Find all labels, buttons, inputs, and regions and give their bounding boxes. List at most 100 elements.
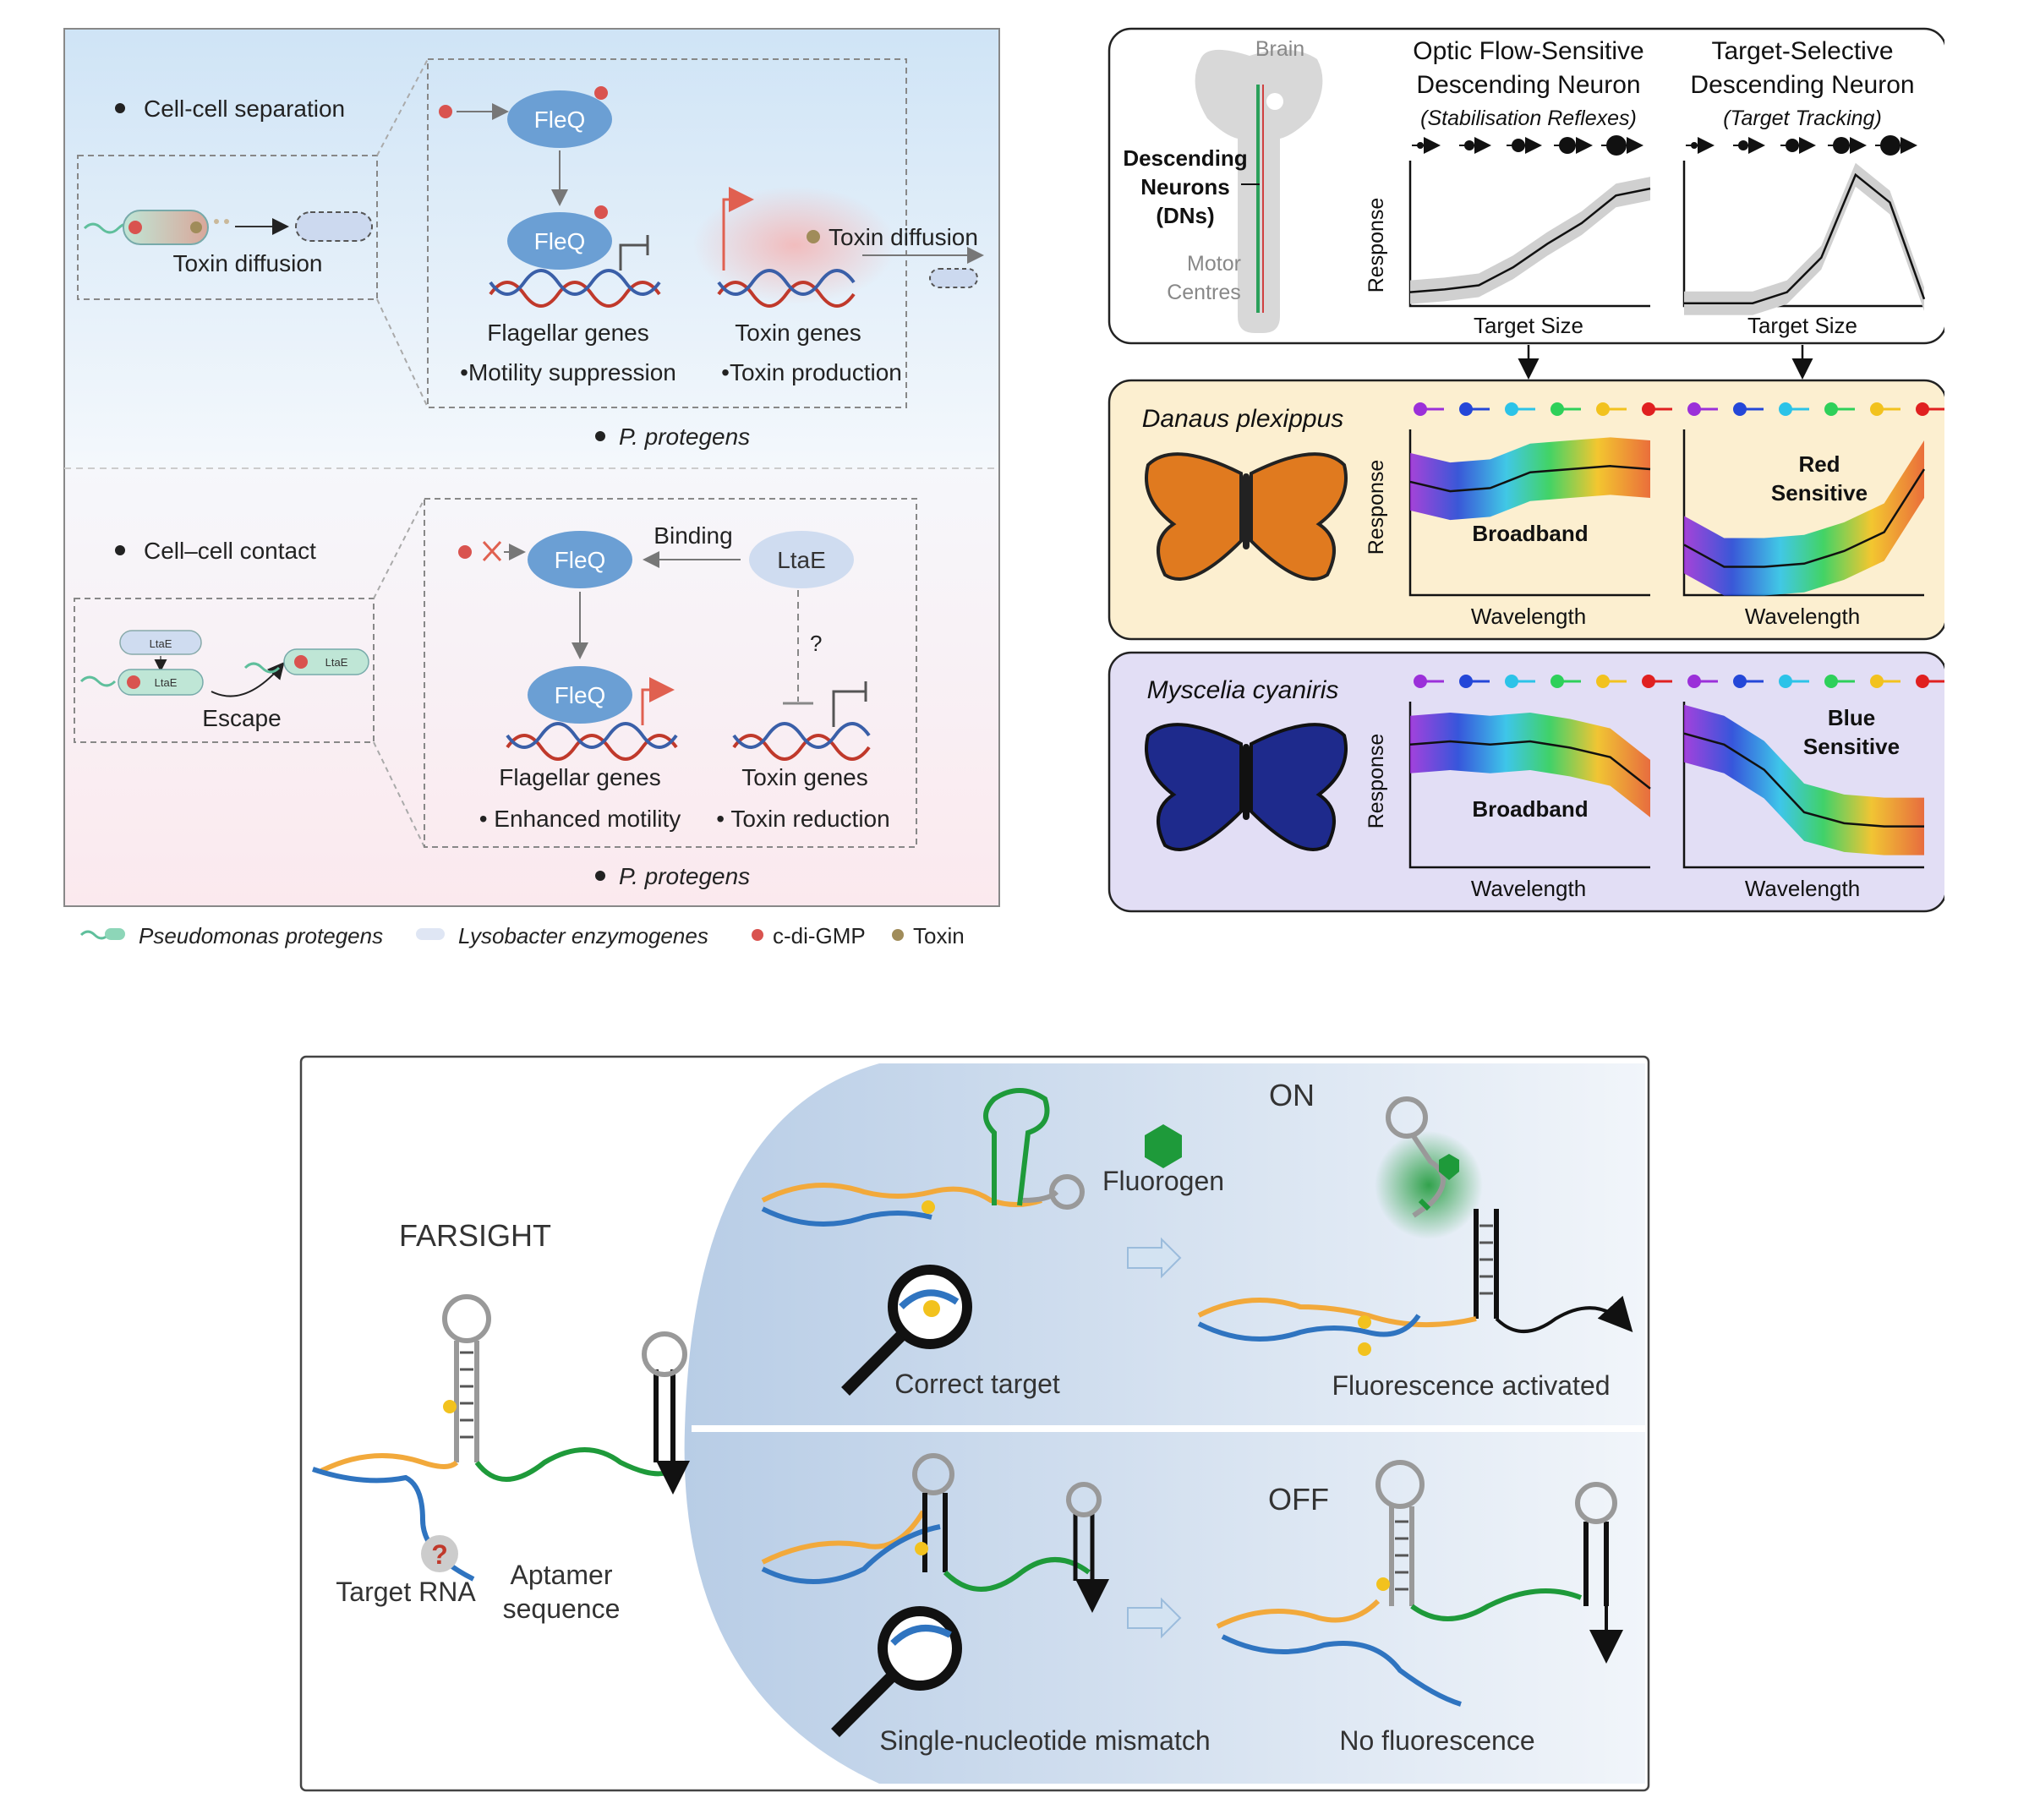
col1-subtitle: (Stabilisation Reflexes) — [1420, 107, 1637, 130]
fluorescence-glow — [1375, 1131, 1483, 1239]
response-band — [1410, 177, 1650, 304]
off-probe — [761, 1453, 1109, 1613]
xlabel-wl-2: Wavelength — [1745, 604, 1860, 629]
flagellar-genes-bottom: Flagellar genes — [499, 764, 660, 790]
target-size-dots-1 — [1412, 135, 1643, 156]
col2-title-1: Target-Selective — [1711, 37, 1893, 65]
wavelength-dot — [1596, 402, 1610, 416]
xlabel-wl-1: Wavelength — [1471, 604, 1586, 629]
blue-label-1: Blue — [1828, 705, 1875, 730]
aptamer-label-1: Aptamer — [511, 1560, 613, 1590]
motor-label-1: Motor — [1187, 252, 1241, 276]
xlabel-wl-3: Wavelength — [1471, 876, 1586, 901]
inset-caption-bottom: Escape — [202, 705, 281, 731]
plot-axes — [1408, 161, 1650, 308]
response-band — [1684, 440, 1924, 596]
plot-axes — [1682, 429, 1924, 597]
legend-cdigmp: c-di-GMP — [773, 923, 866, 948]
wavelength-dot — [1505, 675, 1518, 688]
toxin-diffusion-label: Toxin diffusion — [829, 224, 978, 250]
wavelength-dots — [1687, 675, 1944, 688]
legend-pseudomonas: Pseudomonas protegens — [139, 923, 383, 948]
dna-toxin-bottom — [732, 734, 871, 761]
response-curve — [1409, 740, 1651, 790]
off-arrow-icon — [1127, 1597, 1182, 1639]
wavelength-dots — [1687, 402, 1944, 416]
wavelength-dot — [1779, 675, 1792, 688]
col2-subtitle: (Target Tracking) — [1723, 107, 1882, 130]
broadband-label-1: Broadband — [1472, 521, 1588, 546]
motility-suppression: •Motility suppression — [460, 359, 676, 385]
dn-overview-box — [1107, 27, 1944, 345]
xlabel-size-1: Target Size — [1474, 313, 1583, 338]
farsight-probe — [312, 1294, 690, 1582]
target-rna-label: Target RNA — [336, 1577, 476, 1607]
wavelength-dot — [1550, 675, 1564, 688]
response-curve — [1683, 732, 1924, 828]
toxin-reduction: • Toxin reduction — [716, 806, 889, 832]
fleq-bound-top — [507, 212, 612, 270]
magnifier-mismatch-icon — [831, 1606, 962, 1737]
wavelength-dots — [1414, 402, 1672, 416]
response-curve — [1683, 468, 1926, 568]
enhanced-motility: • Enhanced motility — [479, 806, 681, 832]
inset-box-top — [77, 155, 378, 300]
off-product — [1216, 1460, 1623, 1707]
correct-target-label: Correct target — [894, 1369, 1060, 1399]
wavelength-dot — [1687, 675, 1701, 688]
fleq-protein-top — [507, 90, 612, 148]
dn-label-1: Descending — [1123, 145, 1247, 171]
toxin-genes-top: Toxin genes — [735, 320, 861, 346]
ltae-label: LtaE — [777, 547, 826, 573]
ylabel-row2: Response — [1365, 734, 1388, 829]
danaus-broadband-plot — [1408, 429, 1651, 597]
dna-flagellar-top — [489, 281, 661, 308]
wavelength-dots — [1414, 675, 1672, 688]
binding-label: Binding — [654, 522, 732, 549]
fluorescence-activated-label: Fluorescence activated — [1332, 1370, 1610, 1401]
red-label-1: Red — [1798, 451, 1840, 477]
response-curve — [1409, 187, 1651, 293]
myscelia-blue-plot — [1682, 702, 1924, 869]
ltae-small-2: LtaE — [155, 676, 178, 689]
wavelength-dot — [1642, 675, 1655, 688]
ltae-small-3: LtaE — [325, 656, 348, 669]
response-curve — [1409, 465, 1651, 493]
dna-flagellar-bottom — [506, 734, 678, 761]
fleq-label-bottom: FleQ — [555, 547, 606, 573]
species-top: P. protegens — [619, 424, 750, 450]
monarch-butterfly-image — [1145, 452, 1348, 581]
wavelength-dot — [1459, 402, 1473, 416]
dn-label-3: (DNs) — [1156, 203, 1214, 228]
species-bottom: P. protegens — [619, 863, 750, 889]
on-label: ON — [1269, 1078, 1315, 1112]
myscelia-broadband-plot — [1408, 702, 1651, 869]
species-myscelia: Myscelia cyaniris — [1147, 676, 1339, 704]
response-band — [1684, 704, 1924, 855]
ltae-small-1: LtaE — [150, 637, 172, 650]
question-mark-icon: ? — [431, 1539, 448, 1570]
target-size-dots-2 — [1686, 135, 1917, 156]
legend-toxin: Toxin — [913, 923, 965, 948]
fluorogen-label: Fluorogen — [1102, 1166, 1224, 1196]
aptamer-label-2: sequence — [503, 1593, 621, 1624]
mismatch-label: Single-nucleotide mismatch — [879, 1725, 1210, 1756]
wavelength-dot — [1459, 675, 1473, 688]
response-curve — [1684, 172, 1926, 304]
bullet-separation: Cell-cell separation — [144, 96, 345, 122]
off-label: OFF — [1268, 1482, 1329, 1517]
mechanism-box-top — [427, 58, 907, 408]
col1-title-2: Descending Neuron — [1416, 71, 1640, 99]
dna-toxin-top — [717, 281, 856, 308]
fleq-protein-bottom — [528, 531, 632, 588]
wavelength-dot — [1550, 402, 1564, 416]
brain-label: Brain — [1255, 37, 1304, 61]
legend-lysobacter: Lysobacter enzymogenes — [458, 923, 708, 948]
col2-title-2: Descending Neuron — [1690, 71, 1914, 99]
fluorogen-hexagon — [1145, 1124, 1182, 1168]
detection-backdrop — [684, 1063, 1645, 1784]
inset-box-bottom — [74, 598, 375, 743]
danaus-red-plot — [1682, 429, 1926, 597]
xlabel-wl-4: Wavelength — [1745, 876, 1860, 901]
flagellar-genes-top: Flagellar genes — [487, 320, 648, 346]
